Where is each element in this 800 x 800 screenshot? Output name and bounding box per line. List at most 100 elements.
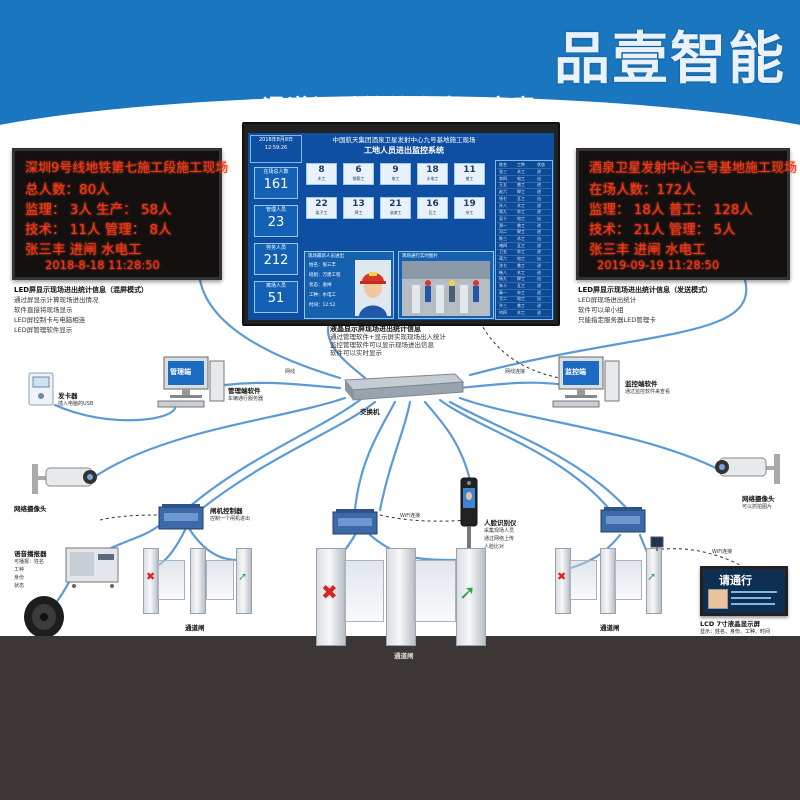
table-cell: 秦一 — [499, 289, 507, 295]
lcd-monitor: 2018年8月8日 12:59:26 在场总人数 161 管理人员 23 劳务人… — [242, 122, 560, 326]
cable-led-right — [468, 278, 748, 377]
table-cell: 出 — [537, 175, 541, 181]
led-left-line-1: 深圳9号线地铁第七施工段施工现场 — [25, 161, 229, 176]
worker-tile-value: 19 — [463, 199, 476, 209]
table-cell: 焊工 — [517, 229, 525, 235]
table-cell: 电工 — [517, 215, 525, 221]
stat-box-3: 劳务人员 212 — [254, 243, 298, 275]
camera-left-icon — [32, 464, 97, 494]
table-row: 王五普工进 — [497, 182, 551, 190]
network-line-label: 网线连接 — [505, 369, 526, 375]
gate-mid-post-3 — [456, 548, 486, 646]
table-cell: 韩八 — [499, 269, 507, 275]
led-right-line-4: 技术： 21人 管理： 5人 — [589, 222, 736, 238]
table-row: 周九杂工进 — [497, 209, 551, 217]
brand-logo-text: 品壹智能 — [554, 27, 786, 92]
table-row: 秦一杂工进 — [497, 290, 551, 297]
person-info-line: 状态：进闸 — [309, 283, 332, 288]
table-cell: 周九 — [499, 209, 507, 215]
table-cell: 木工 — [517, 202, 525, 208]
table-cell: 进 — [537, 229, 541, 235]
gate-left-post-3 — [236, 548, 252, 614]
pass-arrow-icon: ➚ — [647, 570, 657, 583]
worker-tile-label: 油漆工 — [389, 210, 402, 215]
management-pc — [157, 356, 225, 408]
table-cell: 进 — [537, 269, 541, 275]
wifi-label: WiFi连接 — [712, 549, 733, 555]
led-right-line-2: 在场人数：172人 — [589, 182, 696, 198]
led-right-caption-line: LED屏现场进出统计 — [578, 296, 637, 304]
table-cell: 出 — [537, 256, 541, 262]
table-cell: 进 — [537, 189, 541, 195]
worker-tile-value: 18 — [426, 165, 439, 175]
voice-broadcaster-device — [65, 547, 119, 588]
stat-label: 离场人员 — [265, 283, 286, 289]
wifi-label: WiFi连接 — [400, 513, 421, 519]
worker-avatar — [355, 260, 391, 316]
gate-left-wing-2 — [206, 560, 234, 600]
photo-panel: 现场通行实时图片 — [398, 251, 494, 319]
table-cell: 瓦工 — [517, 282, 525, 288]
page-title: 通道闸系统综合应用方案 — [262, 96, 538, 121]
table-cell: 陈三 — [499, 236, 507, 241]
table-cell: 工种 — [517, 162, 525, 167]
face-reader-line: 通过网络上传 — [484, 536, 515, 542]
led-left-caption-line: LED屏控制卡与电脑相连 — [14, 316, 86, 324]
led-right-caption-line: 软件可以单小组 — [578, 306, 624, 314]
table-cell: 蒋六 — [499, 256, 507, 262]
table-cell: 杨九 — [499, 276, 507, 282]
table-cell: 出 — [537, 215, 541, 221]
led-left-line-2: 总人数：80人 — [25, 182, 110, 198]
table-cell: 木工 — [517, 169, 525, 174]
pass-arrow-icon: ➚ — [459, 580, 476, 604]
table-cell: 电工 — [517, 296, 525, 302]
table-cell: 冯二 — [499, 229, 507, 235]
table-cell: 普工 — [517, 182, 525, 188]
gate-left-post-2 — [190, 548, 206, 614]
table-cell: 何四 — [499, 309, 507, 315]
table-cell: 孙八 — [499, 202, 507, 208]
table-cell: 杂工 — [517, 289, 525, 295]
table-cell: 电工 — [517, 256, 525, 262]
face-reader-line: 人脸比对 — [484, 544, 505, 550]
table-cell: 焊工 — [517, 276, 525, 282]
worker-tile-label: 焊工 — [354, 210, 363, 215]
camera-panel-title: 现场最新人员进出 — [308, 254, 344, 259]
table-cell: 进 — [537, 242, 541, 248]
lcd-sublabel: 显示：姓名、身份、工种、时间 — [700, 629, 771, 635]
table-cell: 褚四 — [499, 242, 507, 248]
lcd-info-bar — [731, 597, 771, 599]
led-right-datetime: 2019-09-19 11:28:50 — [597, 258, 720, 272]
small-display-icon — [650, 536, 664, 551]
table-cell: 沈七 — [499, 262, 507, 268]
card-issuer-sublabel: 插入电脑的USB — [58, 401, 94, 407]
stat-label: 劳务人员 — [265, 245, 286, 251]
monitoring-pc-screen-label: 监控端 — [565, 368, 586, 376]
gate-right-wing-2 — [614, 560, 642, 600]
table-cell: 尤二 — [499, 296, 507, 302]
table-cell: 状态 — [537, 162, 545, 167]
table-cell: 进 — [537, 303, 541, 308]
gate-left-label: 通道闸 — [185, 624, 205, 632]
table-row: 陈三木工出 — [497, 236, 551, 243]
turnstile-photo — [402, 261, 490, 316]
gate-mid-post-2 — [386, 548, 416, 646]
voice-broadcaster-line: 身份 — [14, 575, 25, 581]
stat-label: 管理人员 — [265, 207, 286, 213]
led-left-caption-line: 软件直接将现场显示 — [14, 306, 73, 314]
lcd-face-thumb — [708, 589, 728, 609]
table-cell: 许三 — [499, 303, 507, 308]
worker-tile-value: 21 — [389, 199, 402, 209]
voice-broadcaster-label: 语音播报器 — [14, 550, 47, 558]
gate-controller-left — [158, 504, 204, 530]
voice-broadcaster-line: 工种 — [14, 567, 25, 573]
table-cell: 出 — [537, 296, 541, 302]
photo-panel-title: 现场通行实时图片 — [402, 254, 438, 259]
led-right-caption-line: 只能指定服务器LED管理卡 — [578, 316, 656, 324]
